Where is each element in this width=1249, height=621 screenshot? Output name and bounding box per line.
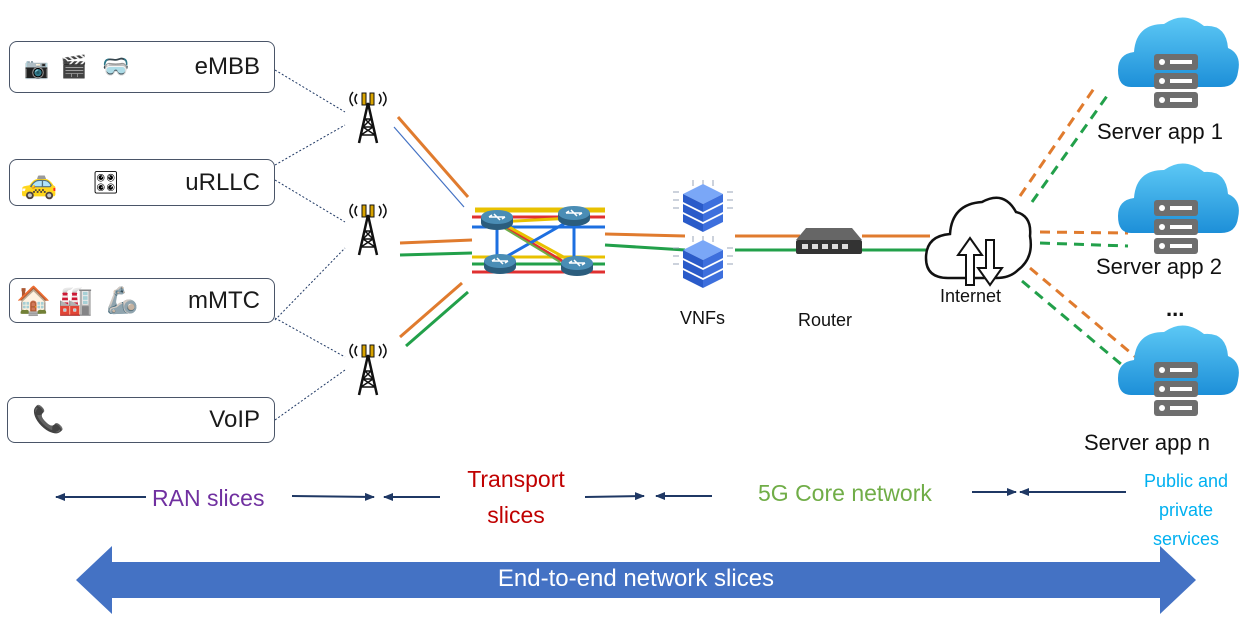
server-ellipsis-label: ... bbox=[1166, 296, 1185, 321]
public-line2: private bbox=[1158, 500, 1214, 520]
ran-slice-lines bbox=[393, 116, 473, 348]
vnf-server-1-icon bbox=[672, 179, 734, 233]
house-icon: 🏠 bbox=[16, 285, 51, 316]
service-label-voip: VoIP bbox=[209, 406, 260, 433]
service-box-mmtc: 🏠 🏭 🦾 mMTC bbox=[9, 278, 275, 323]
cell-tower-1-icon bbox=[348, 90, 388, 145]
voip-phone-icon: 📞 bbox=[32, 404, 65, 434]
public-line3: services bbox=[1152, 529, 1219, 549]
core-slice-lines bbox=[604, 232, 930, 252]
cell-tower-2-icon bbox=[348, 202, 388, 257]
server-app-n-icon bbox=[1118, 325, 1239, 416]
server-app-2-label: Server app 2 bbox=[1096, 254, 1222, 279]
public-line1: Public and bbox=[1143, 471, 1229, 491]
vnfs-label: VNFs bbox=[680, 308, 725, 328]
server-app-1-label: Server app 1 bbox=[1097, 119, 1223, 144]
end-to-end-arrow bbox=[76, 546, 1196, 614]
ran-slices-label: RAN slices bbox=[152, 485, 265, 511]
factory-icon: 🏭 bbox=[58, 285, 93, 316]
server-app-n-label: Server app n bbox=[1084, 430, 1210, 455]
clapperboard-icon: 🎬 bbox=[60, 54, 88, 79]
transport-slices-label: Transport slices bbox=[456, 461, 576, 533]
car-icon: 🚕 bbox=[20, 167, 58, 200]
transport-slices-line2: slices bbox=[487, 502, 545, 528]
service-label-embb: eMBB bbox=[194, 53, 260, 80]
server-slice-lines bbox=[1018, 86, 1139, 372]
service-box-embb: 📷 🎬 🥽 eMBB bbox=[9, 41, 275, 93]
service-box-voip: 📞 VoIP bbox=[7, 397, 275, 443]
robot-controller-icon: 🎛 bbox=[92, 170, 120, 195]
transport-slices-line1: Transport bbox=[467, 466, 565, 492]
end-to-end-banner-label: End-to-end network slices bbox=[497, 565, 775, 592]
service-tower-links bbox=[274, 69, 346, 421]
cell-tower-3-icon bbox=[348, 342, 388, 397]
server-app-1-icon bbox=[1118, 17, 1239, 108]
service-label-mmtc: mMTC bbox=[188, 286, 260, 314]
robot-arm-icon: 🦾 bbox=[106, 285, 139, 315]
vr-headset-icon: 🥽 bbox=[102, 54, 130, 79]
camera-icon: 📷 bbox=[24, 58, 49, 80]
router-icon bbox=[796, 228, 862, 254]
internet-label: Internet bbox=[940, 286, 1002, 306]
segment-arrows bbox=[55, 488, 1126, 501]
router-label: Router bbox=[798, 310, 853, 330]
server-app-2-icon bbox=[1118, 163, 1239, 254]
vnf-server-2-icon bbox=[672, 235, 734, 289]
service-box-urllc: 🚕 🎛 uRLLC bbox=[9, 159, 275, 206]
service-label-urllc: uRLLC bbox=[185, 168, 260, 196]
internet-cloud-icon bbox=[924, 196, 1032, 287]
public-private-services-label: Public and private services bbox=[1130, 467, 1242, 554]
transport-network bbox=[472, 205, 605, 277]
core-network-label: 5G Core network bbox=[758, 480, 932, 506]
